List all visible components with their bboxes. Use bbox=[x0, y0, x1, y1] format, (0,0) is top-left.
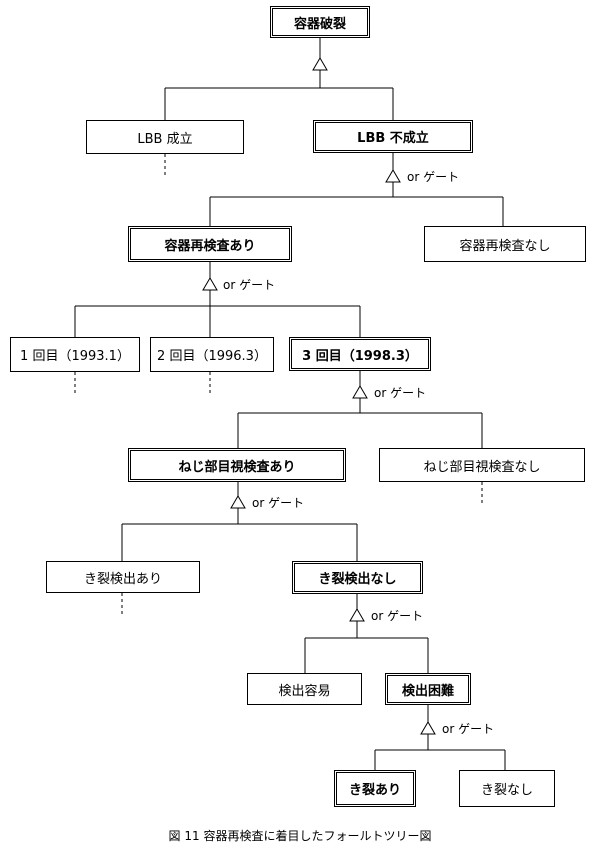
gate2-triangle bbox=[202, 277, 218, 291]
gate4-triangle bbox=[230, 495, 246, 509]
node-crack-yes: き裂あり bbox=[334, 770, 416, 807]
root-gate-triangle bbox=[312, 57, 328, 71]
node-detect-easy: 検出容易 bbox=[247, 673, 362, 705]
gate1-triangle bbox=[385, 169, 401, 183]
node-crack-no: き裂なし bbox=[459, 770, 555, 807]
gate2-label: or ゲート bbox=[223, 278, 276, 292]
gate6-triangle bbox=[420, 721, 436, 735]
node-crack-detected: き裂検出あり bbox=[46, 561, 200, 593]
node-inspection-2: 2 回目（1996.3） bbox=[150, 337, 274, 372]
gate5-triangle bbox=[349, 608, 365, 622]
gate1-label: or ゲート bbox=[407, 170, 460, 184]
node-crack-not-detected: き裂検出なし bbox=[292, 561, 423, 594]
gate5-label: or ゲート bbox=[371, 609, 424, 623]
node-reinspect-yes: 容器再検査あり bbox=[128, 226, 292, 262]
node-reinspect-no: 容器再検査なし bbox=[424, 226, 586, 262]
node-visual-yes: ねじ部目視検査あり bbox=[128, 448, 346, 482]
gate3-triangle bbox=[352, 385, 368, 399]
figure-caption: 図 11 容器再検査に着目したフォールトツリー図 bbox=[168, 829, 432, 843]
gate6-label: or ゲート bbox=[442, 722, 495, 736]
node-root: 容器破裂 bbox=[270, 6, 370, 38]
node-inspection-1: 1 回目（1993.1） bbox=[10, 337, 140, 372]
node-lbb-ng: LBB 不成立 bbox=[313, 120, 473, 153]
gate3-label: or ゲート bbox=[374, 386, 427, 400]
node-visual-no: ねじ部目視検査なし bbox=[379, 448, 585, 482]
node-lbb-ok: LBB 成立 bbox=[86, 120, 244, 154]
node-inspection-3: 3 回目（1998.3） bbox=[289, 337, 431, 371]
gate4-label: or ゲート bbox=[252, 496, 305, 510]
node-detect-hard: 検出困難 bbox=[385, 673, 471, 705]
